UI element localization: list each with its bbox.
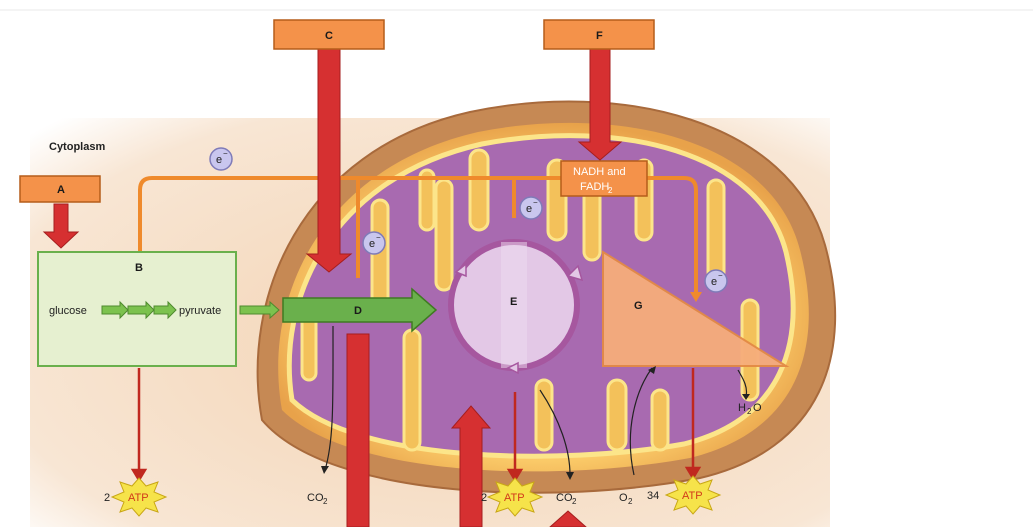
o2-label: O 2 [619, 492, 633, 506]
atp-starburst-glycolysis: ATP 2 [104, 477, 168, 517]
svg-text:−: − [223, 149, 228, 158]
svg-text:ATP: ATP [682, 490, 703, 502]
svg-text:CO: CO [556, 492, 573, 504]
atp-starburst-krebs: ATP 2 [481, 477, 544, 517]
h2o-label: H 2 O [738, 402, 762, 416]
svg-text:e: e [526, 203, 532, 215]
electron-2: e − [362, 231, 386, 255]
svg-text:H: H [738, 402, 746, 414]
pyruvate-label: pyruvate [179, 305, 221, 317]
label-box-c: C [273, 19, 385, 50]
cristae [300, 148, 760, 452]
label-g: G [634, 300, 643, 312]
label-e: E [510, 296, 517, 308]
cytoplasm-label: Cytoplasm [49, 141, 105, 153]
nadh-line1: NADH and [573, 166, 626, 178]
svg-text:F: F [596, 30, 603, 42]
electron-4: e − [704, 269, 728, 293]
svg-text:O: O [619, 492, 628, 504]
glycolysis-box [37, 251, 237, 367]
svg-text:−: − [718, 271, 723, 280]
red-arrows [42, 47, 623, 528]
electron-transport-chain-triangle [602, 250, 790, 367]
electron-carrier-line [138, 176, 698, 292]
thin-pathway-arrows [324, 325, 748, 476]
glycolysis-arrows [101, 300, 177, 320]
svg-text:ATP: ATP [504, 492, 525, 504]
krebs-cycle-arrowheads [454, 262, 584, 375]
nadh-line2-sub: 2 [608, 186, 613, 195]
pyruvate-oxidation-arrow [282, 287, 438, 333]
label-b: B [135, 262, 143, 274]
svg-text:e: e [369, 238, 375, 250]
svg-text:2: 2 [481, 492, 487, 504]
svg-text:C: C [325, 30, 333, 42]
svg-text:O: O [753, 402, 762, 414]
atp-output-arrows [130, 368, 702, 483]
svg-text:e: e [216, 154, 222, 166]
electron-3: e − [519, 196, 543, 220]
thin-arrowheads [321, 366, 750, 480]
carrier-arrowhead-g [690, 292, 702, 302]
glucose-label: glucose [49, 305, 87, 317]
svg-text:−: − [376, 233, 381, 242]
label-box-a: A [19, 175, 101, 203]
nadh-line2: FADH [580, 181, 609, 193]
label-box-f: F [543, 19, 655, 50]
nadh-fadh2-box [560, 160, 648, 197]
atp-starburst-etc: ATP 34 [647, 475, 722, 515]
label-d: D [354, 305, 362, 317]
svg-text:e: e [711, 276, 717, 288]
svg-text:2: 2 [747, 407, 752, 416]
co2-label-e: CO 2 [556, 492, 577, 506]
svg-text:CO: CO [307, 492, 324, 504]
svg-text:2: 2 [104, 492, 110, 504]
svg-text:2: 2 [323, 497, 328, 506]
svg-text:34: 34 [647, 490, 659, 502]
electron-1: e − [209, 147, 233, 171]
svg-text:A: A [57, 184, 65, 196]
svg-text:2: 2 [572, 497, 577, 506]
svg-text:2: 2 [628, 497, 633, 506]
svg-text:−: − [533, 198, 538, 207]
pyruvate-transfer-arrow [239, 300, 280, 320]
svg-text:ATP: ATP [128, 492, 149, 504]
co2-label-d: CO 2 [307, 492, 328, 506]
